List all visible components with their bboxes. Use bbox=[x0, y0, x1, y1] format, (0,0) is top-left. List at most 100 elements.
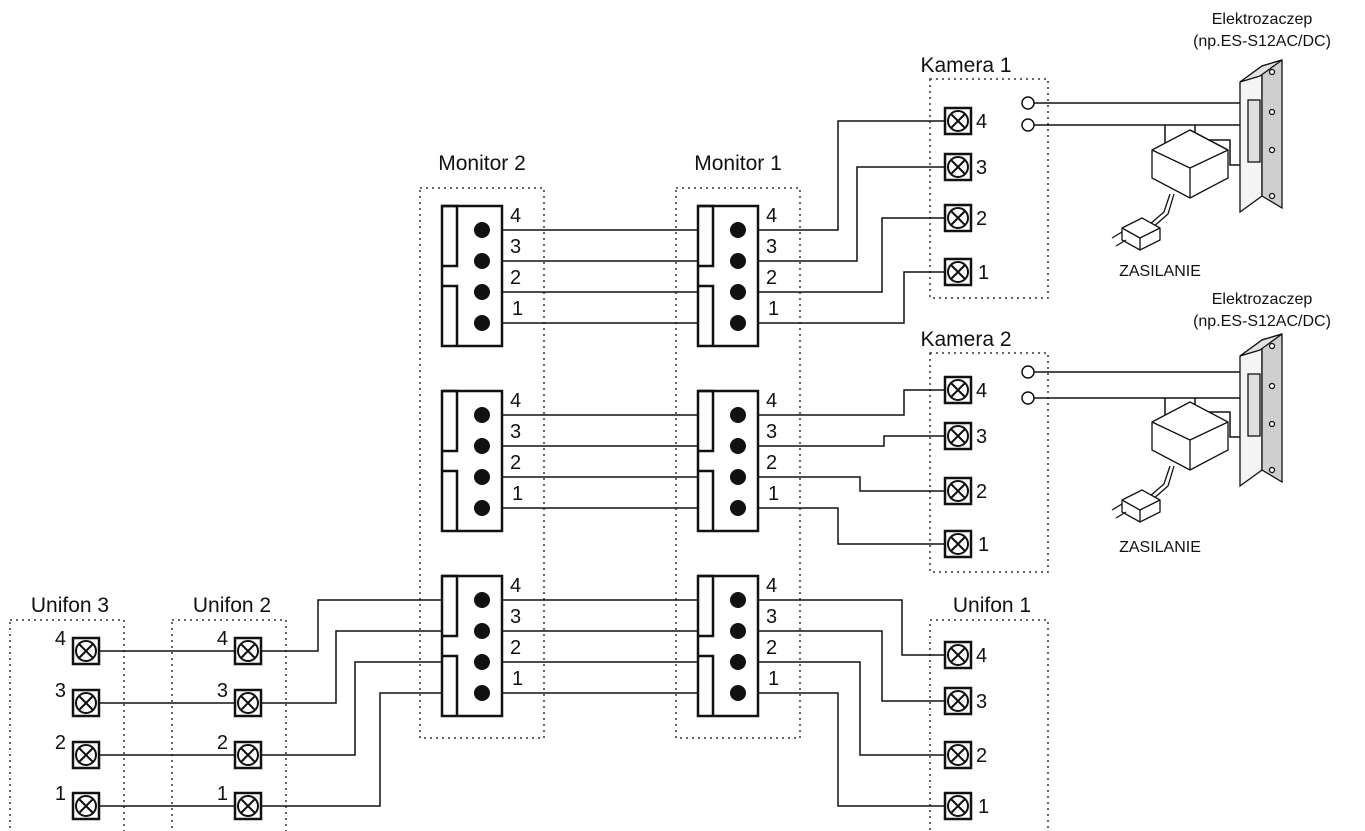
power-plug-icon bbox=[1111, 193, 1175, 251]
screw-terminal bbox=[71, 636, 101, 666]
lock2-title-line2: (np.ES-S12AC/DC) bbox=[1193, 313, 1331, 330]
contact-circle bbox=[1021, 118, 1035, 132]
terminal-number: 1 bbox=[978, 534, 989, 556]
terminal-number: 2 bbox=[976, 208, 987, 230]
terminal-number: 4 bbox=[976, 111, 987, 133]
monitor2-enclosure bbox=[419, 187, 545, 739]
unifon2-title: Unifon 2 bbox=[193, 594, 271, 617]
terminal-number: 3 bbox=[217, 680, 228, 702]
pin-number: 3 bbox=[766, 606, 777, 628]
screw-terminal bbox=[943, 476, 973, 506]
electric-strike-2: Elektrozaczep (np.ES-S12AC/DC) bbox=[1111, 291, 1331, 556]
monitor2-title: Monitor 2 bbox=[438, 152, 526, 175]
contact-circles bbox=[1021, 96, 1035, 405]
electric-strike-icon bbox=[1239, 59, 1283, 214]
unifon1-enclosure bbox=[929, 619, 1049, 831]
monitor1-enclosure bbox=[675, 187, 801, 739]
pin-number: 1 bbox=[768, 298, 779, 320]
screw-terminal bbox=[943, 152, 973, 182]
contact-circle bbox=[1021, 391, 1035, 405]
screw-terminal bbox=[943, 686, 973, 716]
screw-terminal bbox=[943, 203, 973, 233]
screw-terminal bbox=[233, 740, 263, 770]
unifon3-title: Unifon 3 bbox=[31, 594, 109, 617]
terminal-number: 2 bbox=[217, 732, 228, 754]
pin-number: 2 bbox=[510, 452, 521, 474]
pin-number: 1 bbox=[768, 483, 779, 505]
pin-number: 3 bbox=[510, 421, 521, 443]
power-supply-box-icon bbox=[1151, 401, 1229, 471]
contact-circle bbox=[1021, 365, 1035, 379]
unifon3-terminal-numbers: 4 3 2 1 bbox=[55, 628, 66, 805]
monitor2-connectors bbox=[440, 204, 504, 718]
terminal-number: 4 bbox=[976, 380, 987, 402]
pin-number: 4 bbox=[766, 575, 777, 597]
pin-number: 2 bbox=[510, 637, 521, 659]
pin-number: 3 bbox=[766, 236, 777, 258]
terminal-number: 4 bbox=[976, 645, 987, 667]
lock2-power-label: ZASILANIE bbox=[1119, 539, 1201, 556]
monitor2-connector-top bbox=[440, 204, 504, 348]
screw-terminal bbox=[71, 740, 101, 770]
kamera1-terminals bbox=[943, 106, 973, 287]
pin-number: 4 bbox=[766, 205, 777, 227]
monitor1-connector-bottom bbox=[696, 574, 760, 718]
kamera1-terminal-numbers: 4 3 2 1 bbox=[976, 111, 989, 284]
terminal-number: 1 bbox=[978, 796, 989, 818]
terminal-number: 2 bbox=[976, 745, 987, 767]
monitor2-pin-numbers: 4 3 2 1 4 3 2 1 4 3 2 1 bbox=[510, 205, 523, 690]
terminal-number: 2 bbox=[55, 732, 66, 754]
terminal-number: 4 bbox=[55, 628, 66, 650]
unifon1-terminals bbox=[943, 640, 973, 821]
screw-terminal bbox=[943, 421, 973, 451]
screw-terminal bbox=[71, 688, 101, 718]
kamera2-enclosure bbox=[929, 352, 1049, 573]
monitor1-connectors bbox=[696, 204, 760, 718]
screw-terminal bbox=[943, 106, 973, 136]
electric-strike-1: Elektrozaczep (np.ES-S12AC/DC) bbox=[1111, 11, 1331, 280]
screw-terminal bbox=[233, 688, 263, 718]
monitor1-pin-numbers: 4 3 2 1 4 3 2 1 4 3 2 1 bbox=[766, 205, 779, 690]
monitor1-title: Monitor 1 bbox=[694, 152, 782, 175]
pin-number: 2 bbox=[766, 452, 777, 474]
pin-number: 2 bbox=[510, 267, 521, 289]
pin-number: 3 bbox=[510, 236, 521, 258]
screw-terminal bbox=[943, 640, 973, 670]
lock2-title-line1: Elektrozaczep bbox=[1212, 291, 1313, 308]
enclosures bbox=[9, 78, 1049, 831]
screw-terminal bbox=[233, 791, 263, 821]
pin-number: 2 bbox=[766, 267, 777, 289]
terminal-number: 1 bbox=[55, 783, 66, 805]
pin-number: 1 bbox=[512, 483, 523, 505]
contact-circle bbox=[1021, 96, 1035, 110]
screw-terminal bbox=[71, 791, 101, 821]
unifon3-terminals bbox=[71, 636, 101, 821]
terminal-number: 1 bbox=[217, 783, 228, 805]
kamera1-title: Kamera 1 bbox=[920, 54, 1011, 77]
unifon1-title: Unifon 1 bbox=[953, 594, 1031, 617]
monitor2-connector-bottom bbox=[440, 574, 504, 718]
pin-number: 1 bbox=[768, 668, 779, 690]
screw-terminal bbox=[233, 636, 263, 666]
electric-strike-icon bbox=[1239, 333, 1283, 488]
unifon1-terminal-numbers: 4 3 2 1 bbox=[976, 645, 989, 818]
pin-dots bbox=[474, 222, 746, 701]
kamera2-title: Kamera 2 bbox=[920, 328, 1011, 351]
screw-terminal bbox=[943, 529, 973, 559]
monitor1-connector-middle bbox=[696, 389, 760, 533]
pin-number: 4 bbox=[510, 205, 521, 227]
wires bbox=[94, 102, 1260, 807]
lock1-title-line1: Elektrozaczep bbox=[1212, 11, 1313, 28]
screw-terminal bbox=[943, 375, 973, 405]
screw-terminal bbox=[943, 791, 973, 821]
kamera2-terminal-numbers: 4 3 2 1 bbox=[976, 380, 989, 556]
pin-number: 1 bbox=[512, 298, 523, 320]
kamera1-enclosure bbox=[929, 78, 1049, 299]
pin-number: 4 bbox=[510, 575, 521, 597]
pin-number: 1 bbox=[512, 668, 523, 690]
terminal-number: 3 bbox=[55, 680, 66, 702]
lock1-power-label: ZASILANIE bbox=[1119, 263, 1201, 280]
terminal-number: 4 bbox=[217, 628, 228, 650]
terminal-number: 3 bbox=[976, 691, 987, 713]
